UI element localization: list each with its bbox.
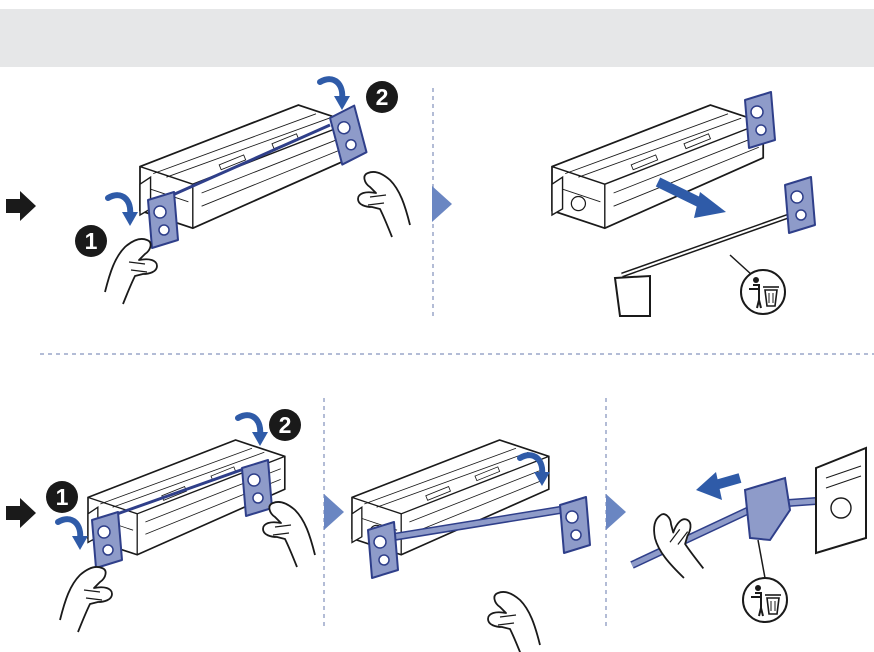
top-step-panel-1: 1 2 [75, 79, 411, 305]
svg-text:1: 1 [56, 484, 69, 510]
hand-icon [59, 565, 113, 633]
bottom-step-panel-1: 1 2 [46, 409, 316, 633]
hand-icon [487, 590, 541, 652]
drum-unit-edge [815, 446, 867, 555]
curved-arrow-icon-top [238, 415, 268, 446]
part-detached-right [784, 176, 816, 234]
protective-strip [99, 463, 256, 522]
part-detached-top [744, 91, 776, 149]
svg-text:2: 2 [279, 412, 292, 438]
protective-strip [149, 123, 331, 207]
chevron-right-icon [324, 494, 344, 530]
hand-icon [637, 505, 722, 585]
part-left [367, 521, 399, 579]
step-badge-1: 1 [46, 481, 78, 513]
recycle-bin-icon [742, 577, 788, 623]
arrow-right-icon [6, 191, 36, 221]
svg-text:2: 2 [376, 84, 389, 110]
curved-arrow-icon [58, 519, 88, 550]
step-badge-1: 1 [75, 225, 107, 257]
part-detached-left [613, 274, 651, 317]
hand-icon-right [357, 170, 411, 238]
part-right [559, 496, 591, 554]
chevron-right-icon [432, 186, 452, 222]
recycle-bin-icon [740, 269, 786, 315]
chevron-right-icon [606, 494, 626, 530]
header-band [0, 9, 874, 67]
top-step-panel-2 [551, 91, 816, 317]
part-handle [743, 476, 792, 542]
arrow-right-icon [6, 498, 36, 528]
drum-unit-icon [551, 104, 765, 230]
bottom-step-panel-2 [351, 439, 591, 652]
step-badge-2: 2 [366, 81, 398, 113]
curved-arrow-icon-top [320, 79, 350, 110]
bottom-step-panel-3 [630, 446, 867, 623]
curved-arrow-icon [108, 195, 138, 226]
hand-icon [104, 237, 158, 305]
svg-text:1: 1 [85, 228, 98, 254]
removal-arrow [655, 177, 708, 210]
hand-icon-right [262, 500, 316, 568]
part-left [91, 511, 123, 569]
step-badge-2: 2 [269, 409, 301, 441]
part-left [147, 191, 179, 249]
part-right [241, 459, 273, 517]
